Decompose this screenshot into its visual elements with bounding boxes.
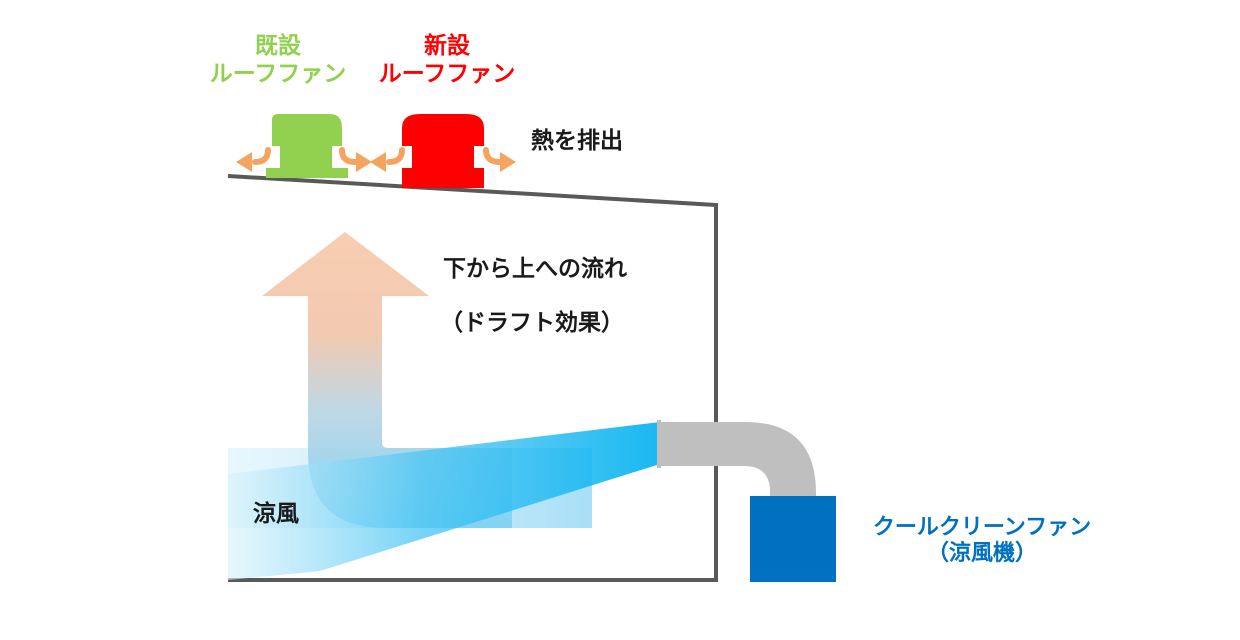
product-label: クールクリーンファン （涼風機） xyxy=(862,515,1102,568)
new-roof-fan xyxy=(402,114,484,188)
product-label-line2: （涼風機） xyxy=(926,541,1037,567)
new-roof-fan-label: 新設 ルーフファン xyxy=(372,33,522,88)
new-roof-fan-label-line1: 新設 xyxy=(424,33,470,59)
draft-effect-label: （ドラフト効果） xyxy=(440,310,624,336)
new-roof-fan-label-line2: ルーフファン xyxy=(378,60,516,87)
existing-roof-fan xyxy=(266,114,348,178)
cool-air-beam xyxy=(228,422,660,580)
exhaust-arrows xyxy=(252,147,503,165)
product-label-line1: クールクリーンファン xyxy=(872,515,1092,540)
existing-roof-fan-label-line2: ルーフファン xyxy=(209,60,347,87)
draft-flow-label: 下から上への流れ xyxy=(443,256,627,282)
exhaust-arrowheads xyxy=(236,152,516,172)
existing-roof-fan-label: 既設 ルーフファン xyxy=(203,33,353,88)
cool-clean-fan-unit xyxy=(750,496,836,582)
exhaust-heat-label: 熱を排出 xyxy=(531,128,623,154)
duct xyxy=(657,422,816,500)
existing-roof-fan-label-line1: 既設 xyxy=(255,33,301,59)
duct-nozzle xyxy=(657,420,661,468)
building-outline xyxy=(227,174,718,582)
cool-air-label: 涼風 xyxy=(253,501,299,527)
